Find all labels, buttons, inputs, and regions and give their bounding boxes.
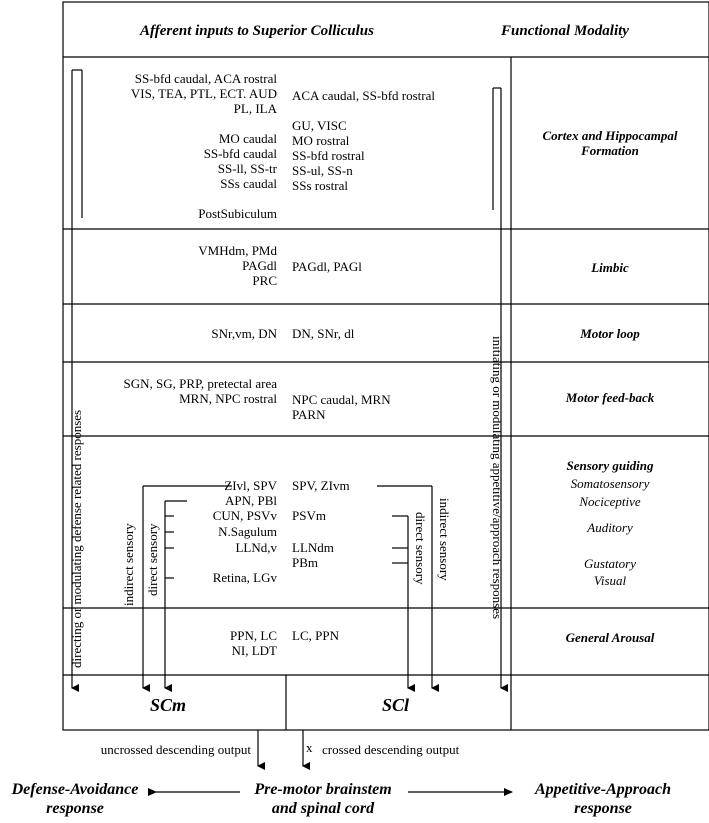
arousal-right-inputs: LC, PPN bbox=[292, 628, 339, 643]
header-right-title: Functional Modality bbox=[501, 23, 629, 39]
sensory-left-item: LLNd,v bbox=[235, 540, 277, 555]
header-left-title: Afferent inputs to Superior Colliculus bbox=[140, 23, 374, 39]
sensory-right-item: PSVm bbox=[292, 508, 326, 523]
direct-sensory-right-label: direct sensory bbox=[413, 512, 428, 585]
sensory-modality-nociceptive: Nociceptive bbox=[579, 494, 641, 509]
sensory-left-item: CUN, PSVv bbox=[212, 508, 277, 523]
scl-label: SCl bbox=[382, 695, 410, 715]
sensory-left-item: N.Sagulum bbox=[218, 524, 277, 539]
sensory-right-item: LLNdm bbox=[292, 540, 334, 555]
arousal-left-inputs: PPN, LC NI, LDT bbox=[230, 628, 277, 658]
cortex-right-inputs: ACA caudal, SS-bfd rostral GU, VISC MO r… bbox=[292, 88, 435, 193]
motor-loop-right-inputs: DN, SNr, dl bbox=[292, 326, 355, 341]
motor-loop-left-inputs: SNr,vm, DN bbox=[211, 326, 277, 341]
defense-avoidance-response: Defense-Avoidance response bbox=[11, 781, 139, 817]
limbic-left-inputs: VMHdm, PMd PAGdl PRC bbox=[198, 243, 277, 288]
direct-sensory-left-label: direct sensory bbox=[145, 523, 160, 596]
cortex-modality: Cortex and Hippocampal Formation bbox=[542, 128, 678, 158]
right-main-vertical-label: initiating or modulating appetitive/appr… bbox=[490, 336, 505, 620]
sensory-left-item: APN, PBl bbox=[224, 493, 277, 508]
sensory-modality-somatosensory: Somatosensory bbox=[570, 476, 650, 491]
sensory-left-item: ZIvl, SPV bbox=[224, 478, 277, 493]
sensory-modality-auditory: Auditory bbox=[587, 520, 633, 535]
indirect-sensory-right-label: indirect sensory bbox=[437, 498, 452, 581]
outer-frame bbox=[62, 1, 709, 731]
sensory-right-item: SPV, ZIvm bbox=[292, 478, 350, 493]
limbic-modality: Limbic bbox=[591, 260, 629, 275]
cortex-left-inputs: SS-bfd caudal, ACA rostral VIS, TEA, PTL… bbox=[130, 71, 277, 221]
left-main-vertical-label: directing or modulating defense related … bbox=[69, 409, 84, 668]
sensory-modality-title: Sensory guiding bbox=[566, 458, 654, 473]
premotor-brainstem-spinal-cord: Pre-motor brainstem and spinal cord bbox=[254, 781, 392, 817]
motor-loop-modality: Motor loop bbox=[580, 326, 640, 341]
limbic-right-inputs: PAGdl, PAGl bbox=[292, 259, 362, 274]
indirect-sensory-left-label: indirect sensory bbox=[121, 523, 136, 606]
motor-feedback-left-inputs: SGN, SG, PRP, pretectal area MRN, NPC ro… bbox=[123, 376, 277, 406]
uncrossed-output-label: uncrossed descending output bbox=[100, 742, 251, 757]
scm-label: SCm bbox=[150, 695, 187, 715]
arousal-modality: General Arousal bbox=[565, 630, 655, 645]
crossed-output-label: crossed descending output bbox=[322, 742, 460, 757]
sensory-left-item: Retina, LGv bbox=[212, 570, 277, 585]
sensory-right-item: PBm bbox=[292, 555, 319, 570]
motor-feedback-modality: Motor feed-back bbox=[565, 390, 655, 405]
crossed-output-mark: x bbox=[306, 740, 313, 755]
motor-feedback-right-inputs: NPC caudal, MRN PARN bbox=[292, 392, 391, 422]
sensory-modality-visual: Visual bbox=[593, 573, 627, 588]
sensory-modality-gustatory: Gustatory bbox=[584, 556, 636, 571]
appetitive-approach-response: Appetitive-Approach response bbox=[535, 781, 671, 817]
